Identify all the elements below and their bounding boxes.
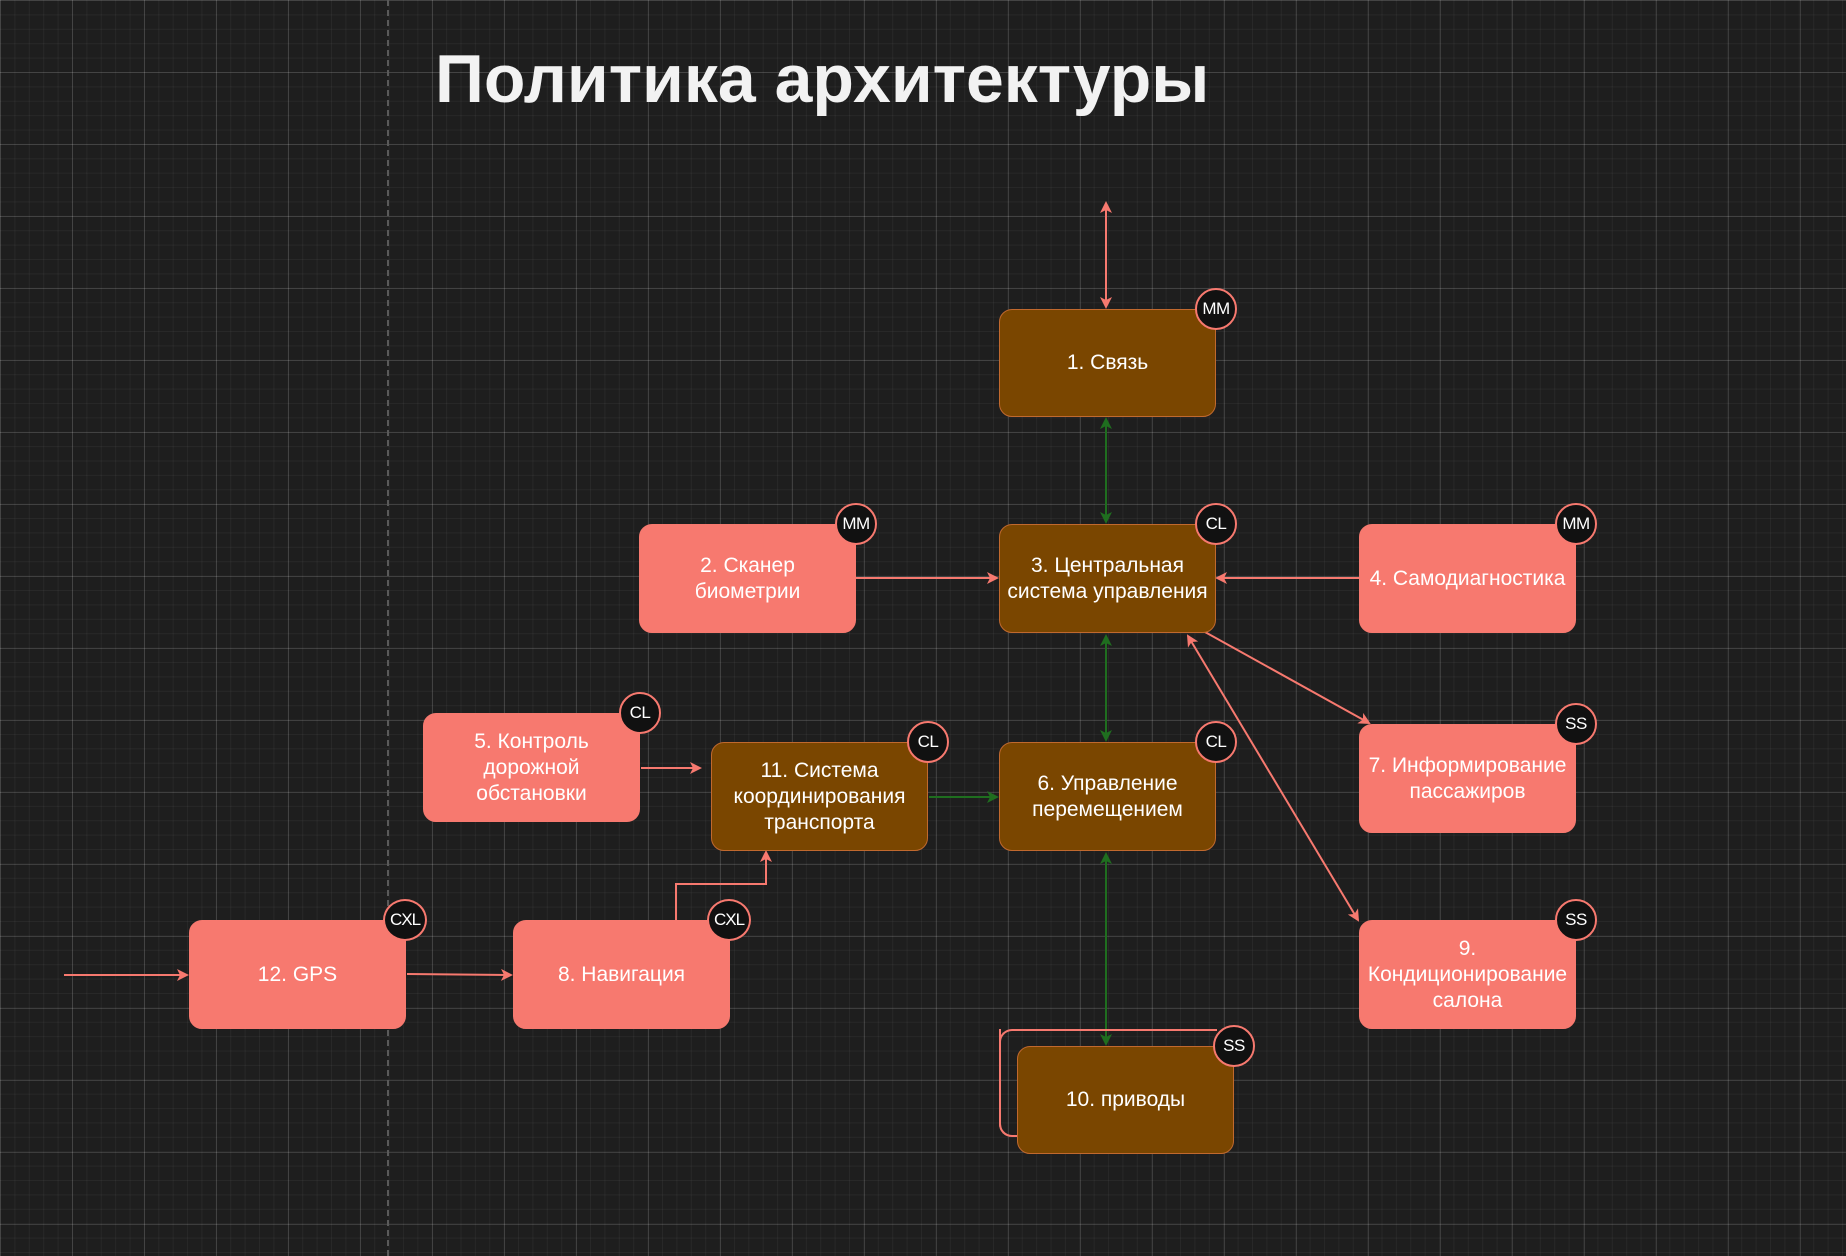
- node-3-badge: CL: [1195, 503, 1237, 545]
- node-7-badge: SS: [1555, 703, 1597, 745]
- node-12-badge: CXL: [383, 899, 427, 941]
- node-6-label: 6. Управление перемещением: [1032, 771, 1183, 821]
- node-11-badge: CL: [907, 721, 949, 763]
- edge-3-to-9[interactable]: [1186, 634, 1360, 922]
- node-2-badge: MM: [835, 503, 877, 545]
- node-3-label: 3. Центральная система управления: [1007, 553, 1208, 603]
- node-1-badge: MM: [1195, 288, 1237, 330]
- node-10-badge: SS: [1213, 1025, 1255, 1067]
- node-5-traffic-control[interactable]: 5. Контроль дорожной обстановки CL: [423, 692, 661, 822]
- node-11-transport-coordination[interactable]: 11. Система координирования транспорта C…: [711, 721, 949, 851]
- node-2-label: 2. Сканер биометрии: [694, 553, 801, 603]
- node-8-label: 8. Навигация: [557, 962, 686, 986]
- node-3-central-control[interactable]: 3. Центральная система управления CL: [999, 503, 1237, 633]
- node-1-svyaz[interactable]: 1. Связь MM: [999, 288, 1237, 417]
- node-8-navigation[interactable]: 8. Навигация CXL: [513, 899, 751, 1029]
- node-10-drives[interactable]: 10. приводы SS: [1017, 1025, 1255, 1154]
- node-10-label: 10. приводы: [1065, 1088, 1186, 1111]
- diagram-title: Политика архитектуры: [435, 41, 1210, 117]
- node-10-stack-outline-bottom: [999, 1029, 1019, 1137]
- node-4-label: 4. Самодиагностика: [1369, 566, 1566, 590]
- node-5-badge: CL: [619, 692, 661, 734]
- node-4-badge: MM: [1555, 503, 1597, 545]
- edge-12-to-8[interactable]: [406, 968, 513, 981]
- node-8-badge: CXL: [707, 899, 751, 941]
- node-6-badge: CL: [1195, 721, 1237, 763]
- node-12-label: 12. GPS: [257, 962, 338, 986]
- edge-8-to-11[interactable]: [675, 850, 772, 920]
- node-11-label: 11. Система координирования транспорта: [733, 758, 906, 834]
- node-9-air-conditioning[interactable]: 9. Кондиционирование салона SS: [1359, 899, 1597, 1029]
- node-6-movement-control[interactable]: 6. Управление перемещением CL: [999, 721, 1237, 851]
- page-divider: [387, 0, 389, 1256]
- node-12-gps[interactable]: 12. GPS CXL: [189, 899, 427, 1029]
- edge-3-to-7[interactable]: [1204, 631, 1371, 724]
- node-9-label: 9. Кондиционирование салона: [1367, 936, 1568, 1012]
- node-4-self-diagnostics[interactable]: 4. Самодиагностика MM: [1359, 503, 1597, 633]
- node-2-biometric-scanner[interactable]: 2. Сканер биометрии MM: [639, 503, 877, 633]
- node-7-passenger-info[interactable]: 7. Информирование пассажиров SS: [1359, 703, 1597, 833]
- node-7-label: 7. Информирование пассажиров: [1368, 753, 1567, 803]
- node-1-label: 1. Связь: [1066, 351, 1149, 374]
- node-5-label: 5. Контроль дорожной обстановки: [474, 729, 589, 805]
- node-9-badge: SS: [1555, 899, 1597, 941]
